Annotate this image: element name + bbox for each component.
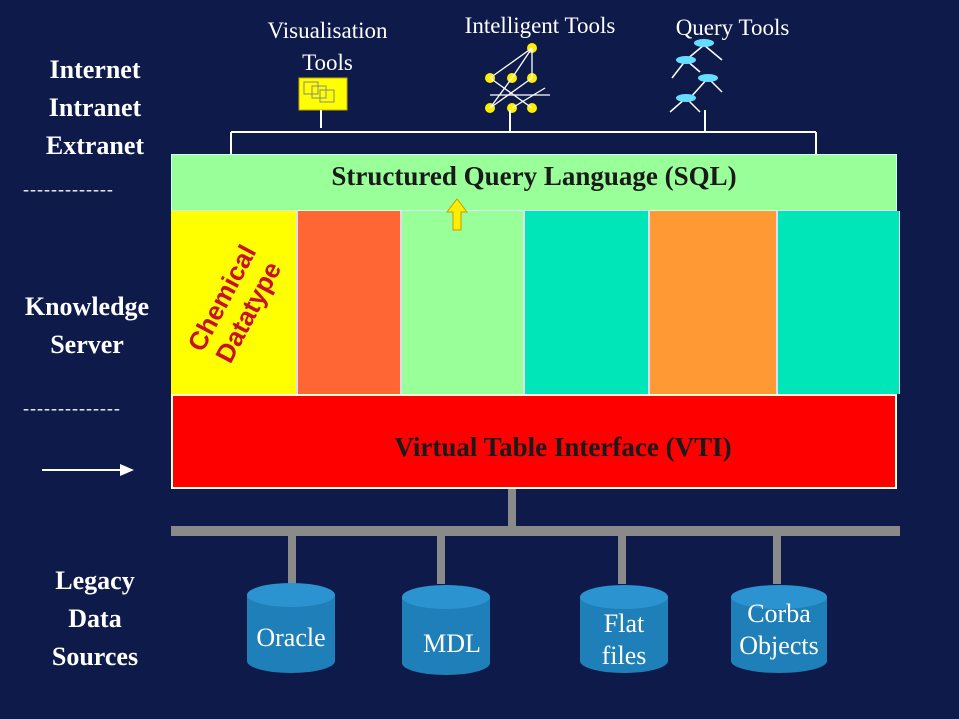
module-block-3 [400,211,525,394]
corba-text: Corba [747,599,811,628]
vti-label: Virtual Table Interface (VTI) [394,432,732,462]
sources-label: Sources [51,642,139,671]
data-label: Data [68,604,122,633]
module-block-2 [296,211,402,394]
query-tools-label: Query Tools [675,15,790,40]
network-icon [485,43,550,132]
legacy-label: Legacy [55,566,135,595]
flat-files-label: Flat files [580,608,668,672]
knowledge-server-label-group: Knowledge Server [2,288,172,364]
vti-layer [171,394,897,489]
up-arrow-icon [446,198,468,231]
chemical-datatype-block [171,211,296,394]
module-block-4 [523,211,650,394]
intranet-label: Intranet [48,93,142,122]
visualisation-tools-label: Visualisation Tools [245,15,410,79]
mdl-label: MDL [423,629,481,658]
data-bus [171,489,900,584]
intelligent-tools-label: Intelligent Tools [464,13,616,38]
module-block-6 [776,211,900,394]
files-text: files [601,641,647,670]
visualisation-icon [298,77,348,128]
arrow-right-icon [42,464,134,476]
corba-objects-label: Corba Objects [727,598,831,662]
mdl-cylinder [402,585,490,675]
sql-layer [171,154,897,211]
extranet-label: Extranet [45,131,145,160]
flat-files-cylinder [580,585,668,673]
objects-text: Objects [739,631,819,660]
corba-cylinder [731,585,827,673]
tools-line: Tools [302,50,353,75]
visualisation-line: Visualisation [267,18,388,43]
tools-bracket [230,131,817,154]
internet-label: Internet [49,55,141,84]
query-tree-icon [669,39,723,132]
oracle-label: Oracle [256,623,326,652]
network-label-group: Internet Intranet Extranet [10,51,180,165]
sql-label: Structured Query Language (SQL) [331,161,737,191]
module-block-5 [648,211,778,394]
divider-bottom: -------------- [23,398,121,418]
divider-top: ------------- [23,179,114,199]
legacy-label-group: Legacy Data Sources [10,562,180,676]
server-label: Server [50,330,124,359]
oracle-cylinder [247,583,335,673]
flat-text: Flat [603,609,645,638]
knowledge-label: Knowledge [24,292,150,321]
